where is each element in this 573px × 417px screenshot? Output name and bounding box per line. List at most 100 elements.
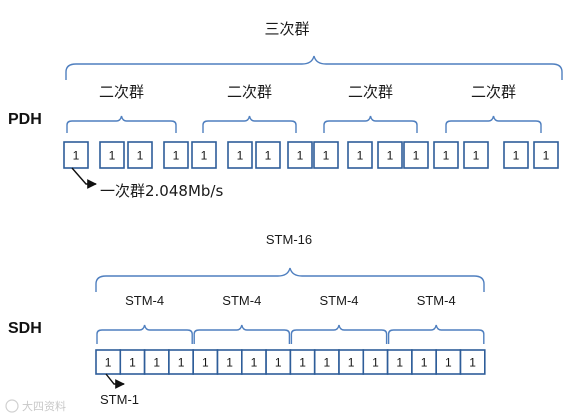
frame-cell-box — [241, 349, 267, 375]
frame-cell-value: 1 — [201, 149, 208, 163]
pdh-sub-brace-4 — [445, 115, 542, 133]
frame-cell-box — [168, 349, 194, 375]
frame-cell-value: 1 — [202, 356, 209, 370]
pdh-pointer-arrow — [71, 167, 97, 189]
frame-cell-value: 1 — [105, 356, 112, 370]
pdh-cell-11: 1 — [377, 141, 403, 169]
frame-cell-value: 1 — [129, 356, 136, 370]
pdh-sub-group-label: 二次群 — [471, 83, 516, 101]
pdh-cell-6: 1 — [227, 141, 253, 169]
sdh-sub-brace-3 — [290, 324, 388, 344]
sdh-cell-12: 1 — [362, 349, 389, 375]
frame-cell-value: 1 — [445, 356, 452, 370]
sdh-sub-group-label: STM-4 — [125, 293, 164, 308]
pdh-cell-10: 1 — [347, 141, 373, 169]
frame-cell-box — [191, 141, 217, 169]
sdh-section-label: SDH — [8, 320, 42, 337]
frame-cell-value: 1 — [372, 356, 379, 370]
pdh-cell-13: 1 — [433, 141, 459, 169]
frame-cell-value: 1 — [73, 149, 80, 163]
sdh-cell-1: 1 — [95, 349, 122, 375]
sdh-top-brace — [95, 267, 485, 292]
sdh-sub-group-label: STM-4 — [320, 293, 359, 308]
frame-cell-value: 1 — [396, 356, 403, 370]
frame-cell-value: 1 — [324, 356, 331, 370]
sdh-cell-2: 1 — [119, 349, 146, 375]
frame-cell-value: 1 — [153, 356, 160, 370]
watermark-text: 大四资料 — [22, 399, 66, 413]
pdh-sub-group-label: 二次群 — [348, 83, 393, 101]
pdh-top-group-label: 三次群 — [264, 20, 309, 38]
pdh-cell-15: 1 — [503, 141, 529, 169]
frame-cell-value: 1 — [297, 149, 304, 163]
sdh-sub-group-label: STM-4 — [417, 293, 456, 308]
frame-cell-box — [435, 349, 462, 375]
pdh-cell-14: 1 — [463, 141, 489, 169]
frame-cell-value: 1 — [251, 356, 258, 370]
pdh-cell-5: 1 — [191, 141, 217, 169]
frame-cell-value: 1 — [469, 356, 476, 370]
pdh-sub-group-label: 二次群 — [227, 83, 272, 101]
pdh-cell-7: 1 — [255, 141, 281, 169]
frame-cell-box — [533, 141, 559, 169]
sdh-pointer-arrow — [105, 373, 125, 389]
frame-cell-box — [403, 141, 429, 169]
watermark: 大四资料 — [5, 399, 66, 413]
pdh-top-brace — [65, 55, 563, 80]
frame-cell-value: 1 — [178, 356, 185, 370]
sdh-cell-5: 1 — [192, 349, 219, 375]
sdh-cell-7: 1 — [241, 349, 267, 375]
sdh-sub-brace-2 — [193, 324, 291, 344]
sdh-frame-row: 1 1 1 1 1 1 1 1 1 1 1 1 1 1 1 1 — [95, 349, 486, 375]
pdh-sub-group-label: 二次群 — [99, 83, 144, 101]
frame-cell-box — [63, 141, 89, 169]
sdh-cell-10: 1 — [313, 349, 340, 375]
frame-cell-box — [362, 349, 389, 375]
frame-cell-value: 1 — [109, 149, 116, 163]
frame-cell-value: 1 — [413, 149, 420, 163]
frame-cell-box — [463, 141, 489, 169]
pdh-cell-3: 1 — [127, 141, 153, 169]
pdh-pointer-label: 一次群2.048Mb/s — [100, 182, 223, 200]
frame-cell-value: 1 — [421, 356, 428, 370]
frame-cell-box — [377, 141, 403, 169]
sdh-sub-brace-4 — [387, 324, 485, 344]
frame-cell-value: 1 — [348, 356, 355, 370]
frame-cell-box — [99, 141, 125, 169]
frame-cell-value: 1 — [357, 149, 364, 163]
pdh-section-label: PDH — [8, 111, 42, 128]
frame-cell-value: 1 — [226, 356, 233, 370]
frame-cell-box — [127, 141, 153, 169]
pdh-cell-8: 1 — [287, 141, 313, 169]
pdh-sub-braces: 二次群 二次群 二次群 二次群 — [66, 83, 542, 133]
sdh-cell-13: 1 — [386, 349, 413, 375]
frame-cell-box — [255, 141, 281, 169]
sdh-top-group-label: STM-16 — [266, 232, 312, 247]
pdh-cell-16: 1 — [533, 141, 559, 169]
frame-cell-box — [503, 141, 529, 169]
frame-cell-value: 1 — [299, 356, 306, 370]
frame-cell-value: 1 — [443, 149, 450, 163]
sdh-cell-6: 1 — [216, 349, 243, 375]
frame-cell-box — [163, 141, 189, 169]
pdh-sub-brace-1 — [66, 115, 177, 133]
frame-cell-box — [338, 349, 365, 375]
sdh-cell-3: 1 — [143, 349, 170, 375]
frame-cell-value: 1 — [513, 149, 520, 163]
frame-cell-box — [287, 141, 313, 169]
pdh-cell-1: 1 — [63, 141, 89, 169]
frame-cell-value: 1 — [137, 149, 144, 163]
frame-cell-value: 1 — [265, 149, 272, 163]
frame-cell-box — [459, 349, 486, 375]
pdh-sub-brace-2 — [202, 115, 297, 133]
frame-cell-value: 1 — [275, 356, 282, 370]
sdh-cell-9: 1 — [289, 349, 316, 375]
pdh-cell-2: 1 — [99, 141, 125, 169]
sdh-pointer-label: STM-1 — [100, 392, 139, 407]
sdh-cell-8: 1 — [265, 349, 292, 375]
sdh-cell-4: 1 — [168, 349, 194, 375]
pdh-sub-brace-3 — [323, 115, 418, 133]
frame-cell-box — [227, 141, 253, 169]
